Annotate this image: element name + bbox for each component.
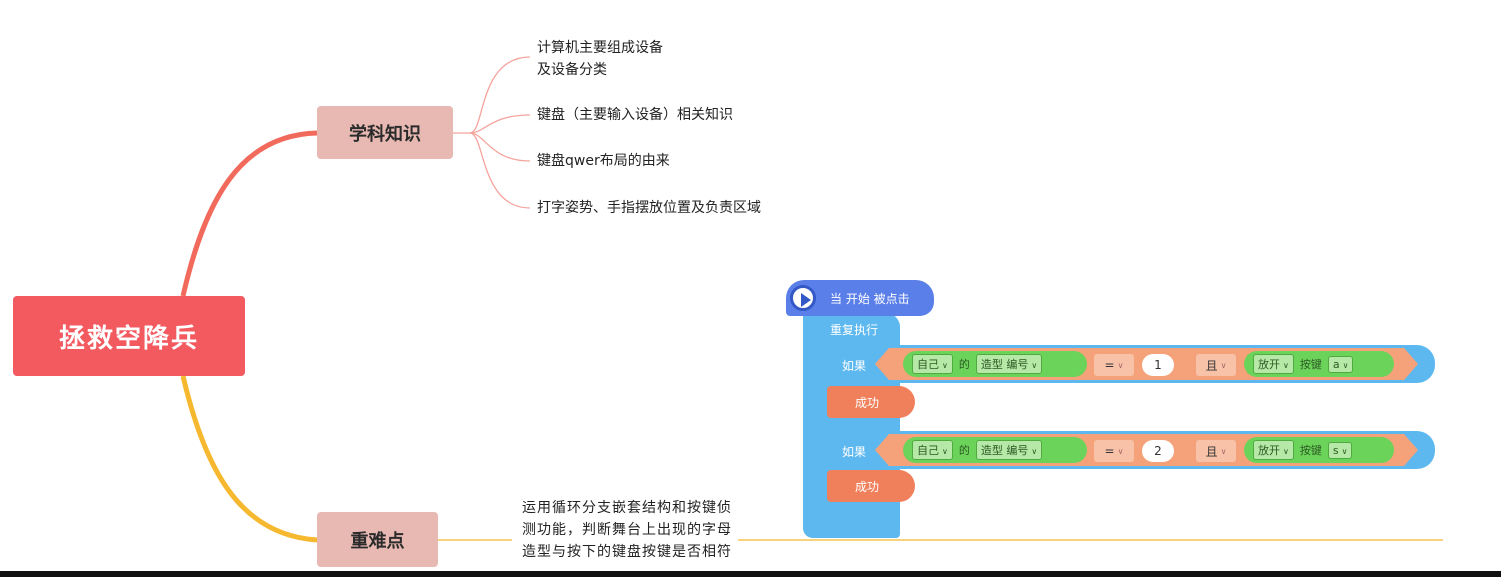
success-block: 成功 <box>827 470 915 502</box>
if-label: 如果 <box>842 445 867 459</box>
topic-knowledge[interactable]: 学科知识 <box>317 106 453 159</box>
leaf-connector-2 <box>469 132 531 162</box>
success-block: 成功 <box>827 386 915 418</box>
leaf-computer-devices[interactable]: 计算机主要组成设备 及设备分类 <box>537 40 663 78</box>
leaf-typing-posture[interactable]: 打字姿势、手指摆放位置及负责区域 <box>537 200 761 216</box>
leaf-connector-1 <box>469 114 531 134</box>
sprite-dropdown: 自己∨ <box>912 440 953 460</box>
and-operator: 且∨ <box>1196 354 1236 376</box>
leaf-keyboard-knowledge[interactable]: 键盘（主要输入设备）相关知识 <box>537 107 733 123</box>
key-word: 按键 <box>1299 358 1322 371</box>
difficulty-description[interactable]: 运用循环分支嵌套结构和按键侦测功能，判断舞台上出现的字母造型与按下的键盘按键是否… <box>522 500 732 560</box>
of-label: 的 <box>958 444 970 457</box>
value-input: 2 <box>1142 440 1174 462</box>
branch-to-knowledge <box>180 130 318 297</box>
root-node[interactable]: 拯救空降兵 <box>13 296 245 376</box>
branch-to-difficulty <box>180 375 318 543</box>
key-word: 按键 <box>1299 444 1322 457</box>
bottom-edge-bar <box>0 571 1501 577</box>
key-state-dropdown: 放开∨ <box>1253 440 1294 460</box>
topic-difficulty[interactable]: 重难点 <box>317 512 438 567</box>
equals-operator: =∨ <box>1094 354 1134 376</box>
leaf-qwer-layout[interactable]: 键盘qwer布局的由来 <box>537 153 670 169</box>
equals-operator: =∨ <box>1094 440 1134 462</box>
property-dropdown: 造型 编号∨ <box>975 440 1043 460</box>
key-state-dropdown: 放开∨ <box>1253 354 1294 374</box>
hat-label: 当 开始 被点击 <box>830 291 910 306</box>
and-operator: 且∨ <box>1196 440 1236 462</box>
play-icon <box>790 285 816 311</box>
success-label: 成功 <box>855 395 880 410</box>
sprite-property-reporter: 自己∨ 的 造型 编号∨ <box>903 351 1087 377</box>
sprite-property-reporter: 自己∨ 的 造型 编号∨ <box>903 437 1087 463</box>
if-label: 如果 <box>842 359 867 373</box>
of-label: 的 <box>958 358 970 371</box>
sprite-dropdown: 自己∨ <box>912 354 953 374</box>
value-input: 1 <box>1142 354 1174 376</box>
key-dropdown: a∨ <box>1327 355 1354 373</box>
success-label: 成功 <box>855 479 880 494</box>
key-dropdown: s∨ <box>1327 441 1353 459</box>
property-dropdown: 造型 编号∨ <box>975 354 1043 374</box>
loop-label: 重复执行 <box>830 323 879 337</box>
leaf-connector-3 <box>469 132 531 209</box>
when-start-clicked-block: 当 开始 被点击 <box>786 280 934 316</box>
key-pressed-reporter: 放开∨ 按键 s∨ <box>1244 437 1394 463</box>
leaf-connector-0 <box>453 56 531 134</box>
key-pressed-reporter: 放开∨ 按键 a∨ <box>1244 351 1394 377</box>
